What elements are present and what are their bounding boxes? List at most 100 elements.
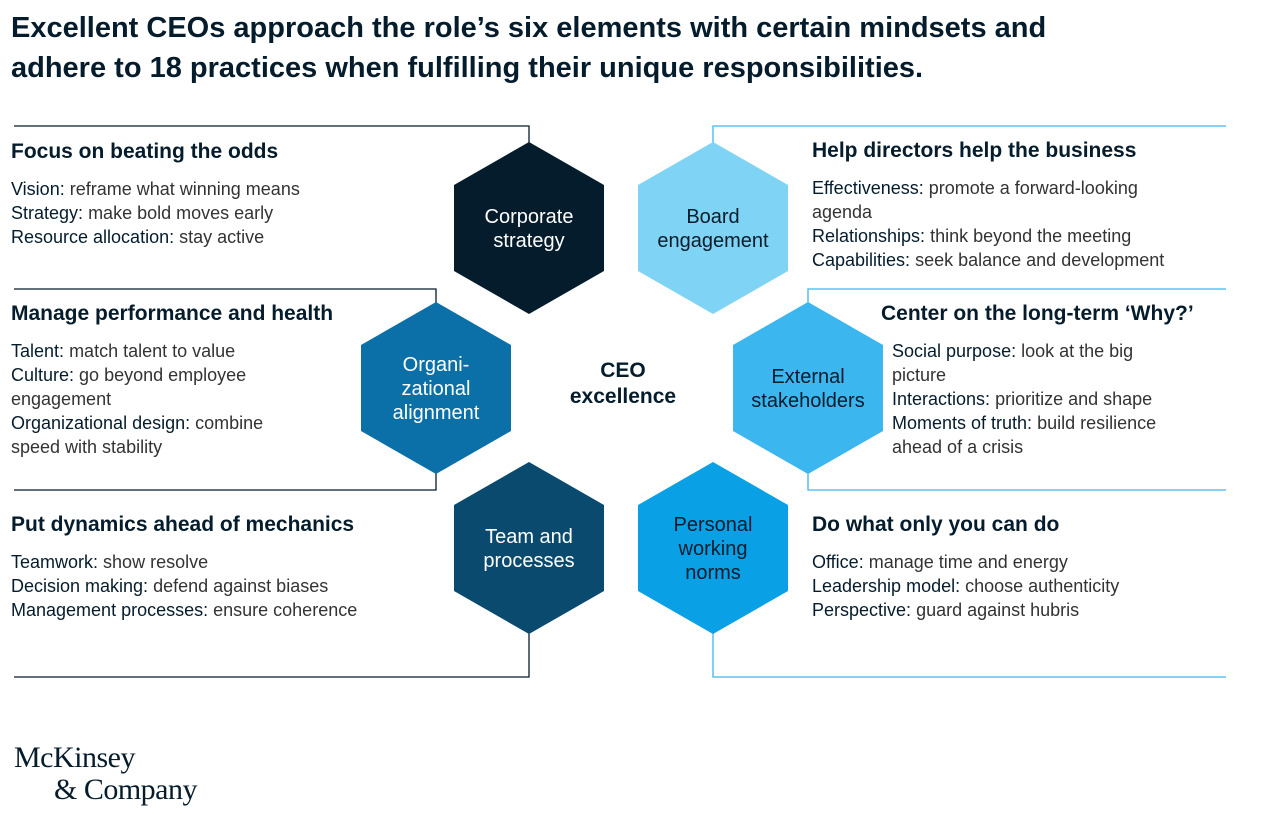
item-text: build resilience ahead of a crisis (892, 413, 1157, 457)
panel-mid-left: Manage performance and health Talent: ma… (11, 301, 334, 459)
panel-item: Organizational design: combine speed wit… (11, 411, 311, 459)
center-line-1: CEO (600, 359, 646, 382)
item-label: Organizational design: (11, 413, 191, 433)
hex-label-line: alignment (393, 402, 480, 424)
panel-item: Relationships: think beyond the meeting (812, 224, 1212, 248)
logo-line-2: & Company (54, 773, 198, 806)
item-text: look at the big picture (892, 341, 1134, 385)
item-text: match talent to value (69, 341, 236, 361)
panel-item: Decision making: defend against biases (11, 574, 431, 598)
item-label: Strategy: (11, 203, 84, 223)
panel-item: Office: manage time and energy (812, 550, 1212, 574)
hex-label-line: Board (686, 206, 739, 228)
panel-heading: Do what only you can do (812, 513, 1060, 536)
hex-label-line: processes (483, 550, 574, 572)
panel-heading: Help directors help the business (812, 139, 1137, 162)
panel-heading: Center on the long-term ‘Why?’ (881, 302, 1194, 325)
item-text: promote a forward-looking agenda (812, 178, 1138, 222)
item-label: Teamwork: (11, 552, 99, 572)
item-text: seek balance and development (915, 250, 1165, 270)
hex-label-line: External (771, 366, 844, 388)
item-text: guard against hubris (916, 600, 1080, 620)
item-label: Interactions: (892, 389, 991, 409)
logo-line-1: McKinsey (14, 741, 135, 774)
hex-label-line: Corporate (485, 206, 574, 228)
hex-label-line: Team and (485, 526, 573, 548)
item-text: prioritize and shape (995, 389, 1153, 409)
center-label: CEO excellence (548, 358, 698, 410)
panel-item: Capabilities: seek balance and developme… (812, 248, 1212, 272)
panel-mid-right: Center on the long-term ‘Why?’ Social pu… (881, 301, 1231, 459)
panel-item: Moments of truth: build resilience ahead… (892, 411, 1192, 459)
panel-item: Leadership model: choose authenticity (812, 574, 1212, 598)
panel-heading: Focus on beating the odds (11, 140, 279, 163)
hex-label-line: working (678, 538, 748, 560)
item-label: Perspective: (812, 600, 912, 620)
mckinsey-logo: McKinsey & Company (14, 741, 198, 806)
item-text: defend against biases (153, 576, 329, 596)
panel-item: Effectiveness: promote a forward-looking… (812, 176, 1192, 224)
item-label: Talent: (11, 341, 65, 361)
item-text: go beyond employee engagement (11, 365, 247, 409)
panel-item: Culture: go beyond employee engagement (11, 363, 311, 411)
title-line-2: adhere to 18 practices when fulfilling t… (11, 52, 924, 84)
item-label: Leadership model: (812, 576, 961, 596)
item-label: Effectiveness: (812, 178, 924, 198)
item-text: choose authenticity (965, 576, 1120, 596)
item-text: combine speed with stability (11, 413, 264, 457)
item-text: think beyond the meeting (930, 226, 1132, 246)
item-label: Culture: (11, 365, 75, 385)
hex-label-line: Organi- (403, 354, 470, 376)
hex-label-line: Personal (674, 514, 753, 536)
panel-bottom-right: Do what only you can do Office: manage t… (812, 512, 1212, 622)
item-label: Decision making: (11, 576, 149, 596)
item-label: Resource allocation: (11, 227, 175, 247)
panel-item: Management processes: ensure coherence (11, 598, 431, 622)
panel-item: Teamwork: show resolve (11, 550, 431, 574)
hex-label-line: engagement (657, 230, 769, 252)
hex-label-line: norms (685, 562, 741, 584)
panel-items: Social purpose: look at the big picture … (881, 339, 1192, 459)
panel-heading: Manage performance and health (11, 302, 334, 325)
hex-label-line: strategy (493, 230, 564, 252)
item-text: ensure coherence (213, 600, 358, 620)
hex-shape-corporate-strategy (454, 142, 604, 314)
panel-bottom-left: Put dynamics ahead of mechanics Teamwork… (11, 512, 431, 622)
panel-top-left: Focus on beating the odds Vision: refram… (11, 139, 411, 249)
item-label: Vision: (11, 179, 65, 199)
connector-bottom-right (712, 632, 1226, 678)
center-line-2: excellence (569, 385, 677, 408)
item-label: Relationships: (812, 226, 926, 246)
hex-shape-organizational-alignment (361, 302, 511, 474)
item-label: Office: (812, 552, 864, 572)
page-title: Excellent CEOs approach the role’s six e… (11, 8, 1251, 88)
item-text: stay active (179, 227, 265, 247)
item-text: reframe what winning means (69, 179, 300, 199)
panel-item: Resource allocation: stay active (11, 225, 411, 249)
hex-label-line: stakeholders (751, 390, 864, 412)
panel-item: Social purpose: look at the big picture (892, 339, 1192, 387)
connector-bottom-left (14, 632, 530, 678)
panel-item: Perspective: guard against hubris (812, 598, 1212, 622)
hex-shape-board-engagement (638, 142, 788, 314)
panel-top-right: Help directors help the business Effecti… (812, 138, 1212, 272)
item-label: Capabilities: (812, 250, 911, 270)
title-line-1: Excellent CEOs approach the role’s six e… (11, 12, 1047, 44)
hex-label-line: zational (402, 378, 471, 400)
panel-item: Strategy: make bold moves early (11, 201, 411, 225)
item-text: show resolve (103, 552, 209, 572)
item-text: manage time and energy (868, 552, 1068, 572)
panel-item: Vision: reframe what winning means (11, 177, 411, 201)
